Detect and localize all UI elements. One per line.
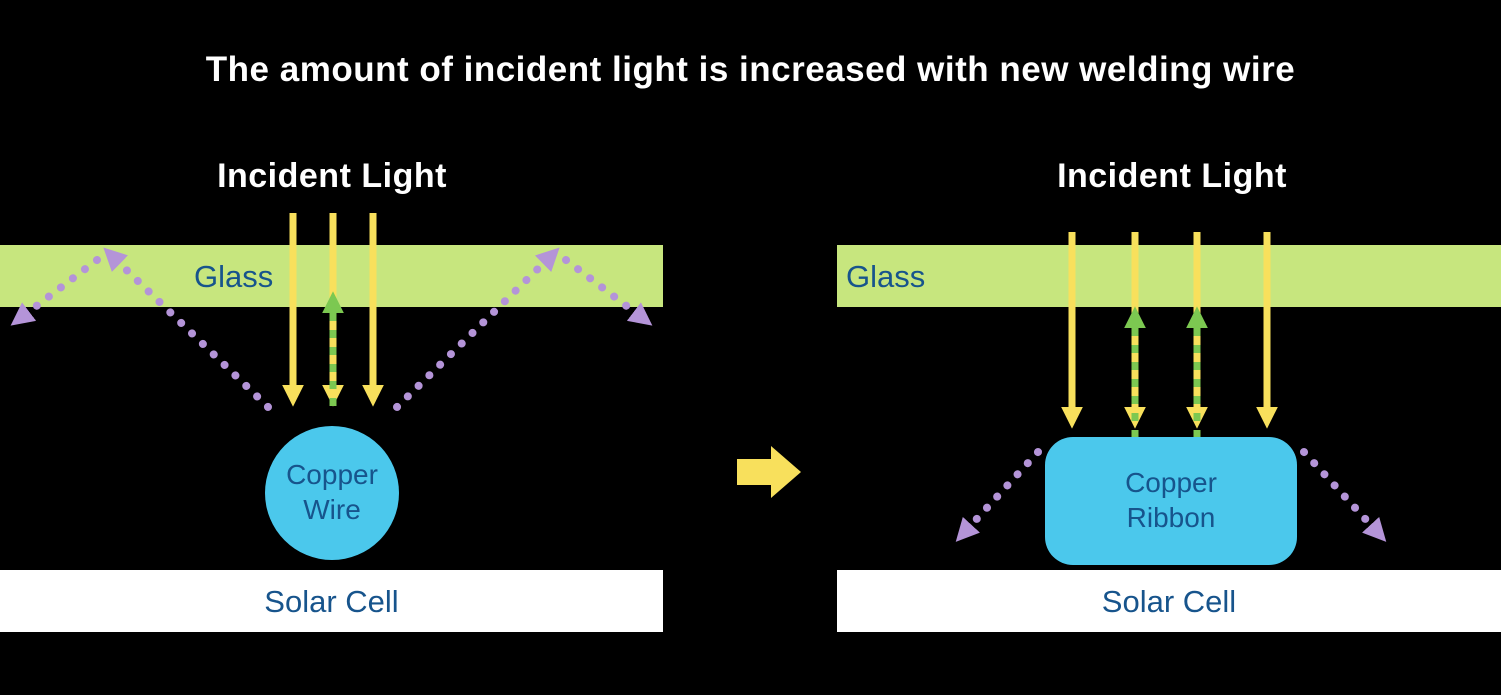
- glass-pane: [837, 245, 1501, 307]
- escaping-light-arrow: [10, 256, 101, 326]
- incident-light-label: Incident Light: [217, 157, 447, 195]
- redirected-light-arrow: [955, 448, 1042, 542]
- escaping-light-arrow: [393, 247, 560, 411]
- solar-cell-bar: [837, 570, 1501, 632]
- copper-ribbon-label: Copper Ribbon: [1125, 467, 1217, 533]
- solar-cell-label: Solar Cell: [1101, 584, 1237, 619]
- redirected-light-arrow: [1300, 448, 1387, 542]
- escaping-light-arrow: [103, 247, 272, 411]
- diagram-title: The amount of incident light is increase…: [205, 50, 1296, 89]
- transition-right-arrow: [737, 446, 801, 498]
- solar-cell-bar: [0, 570, 663, 632]
- glass-label: Glass: [194, 259, 274, 294]
- solar-cell-label: Solar Cell: [264, 584, 399, 619]
- incident-light-label: Incident Light: [1057, 157, 1287, 195]
- panel-after: [837, 232, 1501, 632]
- escaping-light-arrow: [562, 256, 653, 326]
- copper-ribbon-shape: [1045, 437, 1297, 565]
- glass-label: Glass: [846, 259, 926, 294]
- copper-wire-label: Copper Wire: [286, 459, 378, 525]
- copper-wire-shape: [265, 426, 399, 560]
- panel-before: [0, 213, 663, 632]
